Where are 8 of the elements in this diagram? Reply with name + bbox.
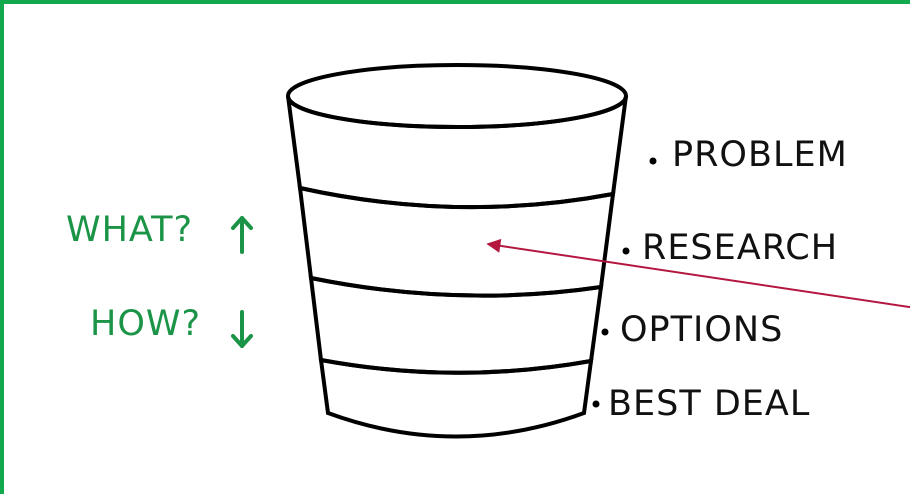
arrow <box>486 238 910 309</box>
axis-label: WHAT? <box>66 210 194 250</box>
stage-label: BEST DEAL <box>608 384 810 424</box>
stage-label: OPTIONS <box>620 310 784 350</box>
axis-label: HOW? <box>90 304 202 344</box>
cup-band <box>319 358 593 438</box>
stage-label: RESEARCH <box>642 228 838 268</box>
stage-label: PROBLEM <box>672 135 848 175</box>
